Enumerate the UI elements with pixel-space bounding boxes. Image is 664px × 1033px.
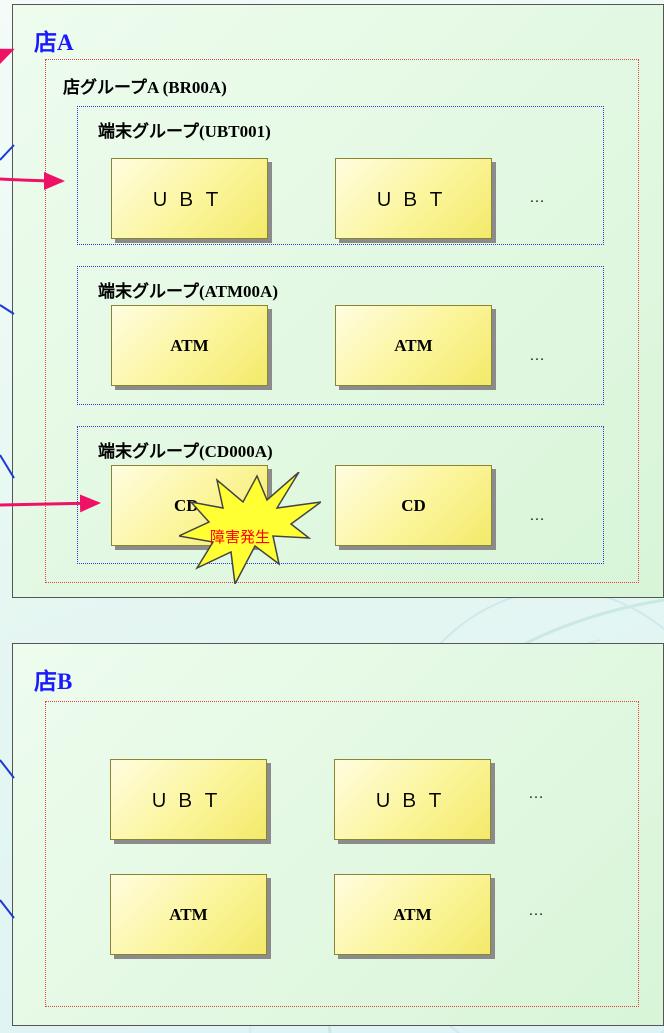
- terminal-group-title: 端末グループ(CD000A): [98, 442, 273, 461]
- branch-group-b: ＵＢＴ ＵＢＴ … ATM ATM …: [45, 701, 639, 1007]
- terminal-atm: ATM: [110, 874, 267, 955]
- terminal-group-cd: 端末グループ(CD000A) CD CD …: [77, 426, 604, 564]
- failure-burst-icon: [179, 472, 321, 584]
- more-terminals-ellipsis: …: [528, 902, 544, 919]
- failure-label: 障害発生: [210, 529, 271, 546]
- store-b-box: 店B ＵＢＴ ＵＢＴ … ATM ATM …: [12, 643, 664, 1026]
- terminal-cd: CD: [335, 465, 492, 546]
- terminal-group-title: 端末グループ(ATM00A): [98, 282, 278, 301]
- more-terminals-ellipsis: …: [529, 189, 545, 206]
- branch-group-title: 店グループA (BR00A): [63, 78, 227, 97]
- terminal-atm: ATM: [334, 874, 491, 955]
- terminal-ubt: ＵＢＴ: [111, 158, 268, 239]
- more-terminals-ellipsis: …: [529, 507, 545, 524]
- terminal-atm: ATM: [335, 305, 492, 386]
- terminal-ubt: ＵＢＴ: [334, 759, 491, 840]
- store-a-box: 店A 店グループA (BR00A) 端末グループ(UBT001) ＵＢＴ ＵＢＴ…: [12, 4, 664, 598]
- store-b-title: 店B: [34, 669, 73, 694]
- terminal-group-atm: 端末グループ(ATM00A) ATM ATM …: [77, 266, 604, 405]
- terminal-group-ubt: 端末グループ(UBT001) ＵＢＴ ＵＢＴ …: [77, 106, 604, 245]
- branch-group-a: 店グループA (BR00A) 端末グループ(UBT001) ＵＢＴ ＵＢＴ … …: [45, 59, 639, 583]
- terminal-ubt: ＵＢＴ: [110, 759, 267, 840]
- terminal-atm: ATM: [111, 305, 268, 386]
- more-terminals-ellipsis: …: [529, 347, 545, 364]
- terminal-group-title: 端末グループ(UBT001): [98, 122, 271, 141]
- terminal-ubt: ＵＢＴ: [335, 158, 492, 239]
- more-terminals-ellipsis: …: [528, 785, 544, 802]
- store-a-title: 店A: [34, 30, 74, 55]
